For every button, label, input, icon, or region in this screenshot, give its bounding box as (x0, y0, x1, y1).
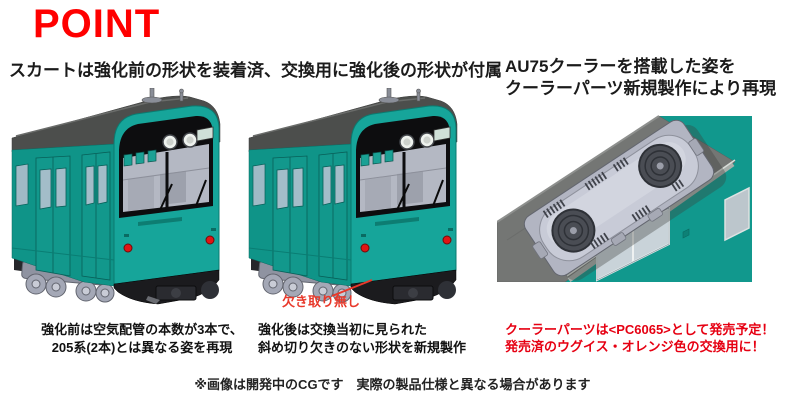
side-window (724, 186, 750, 242)
cooler-section-title-line2: クーラーパーツ新規製作により再現 (505, 79, 777, 98)
before-caption-line2: 205系(2本)とは異なる姿を再現 (51, 340, 233, 355)
cooler-section-title-line1: AU75クーラーを搭載した姿を (505, 57, 736, 76)
before-caption-line1: 強化前は空気配管の本数が3本で、 (41, 322, 243, 337)
cooler-parts-note: クーラーパーツは<PC6065>として発売予定！ 発売済のウグイス・オレンジ色の… (505, 321, 774, 355)
cooler-image (497, 115, 752, 282)
notch-annotation: 欠き取り無し (282, 294, 361, 309)
cooler-section-title: AU75クーラーを搭載した姿を クーラーパーツ新規製作により再現 (505, 56, 776, 100)
skirt-section-title: スカートは強化前の形状を装着済、交換用に強化後の形状が付属 (9, 61, 502, 80)
cg-disclaimer: ※画像は開発中のCGです 実際の製品仕様と異なる場合があります (194, 377, 591, 392)
au75-cooler-unit (523, 119, 727, 281)
fan-grille (551, 208, 596, 253)
after-caption: 強化後は交換当初に見られた 斜め切り欠きのない形状を新規製作 (258, 321, 466, 357)
annotation-line (331, 279, 373, 297)
train-before-image (10, 88, 222, 306)
after-caption-line2: 斜め切り欠きのない形状を新規製作 (258, 340, 467, 355)
skirt-notch (146, 296, 160, 304)
fan-grille (638, 143, 683, 188)
cooler-parts-note-line2: 発売済のウグイス・オレンジ色の交換用に！ (505, 339, 765, 354)
after-caption-line1: 強化後は交換当初に見られた (258, 322, 428, 337)
door-window (596, 206, 670, 282)
train-after-image (247, 88, 459, 306)
latch-tab (532, 138, 704, 259)
vent-slots (542, 157, 685, 250)
cooler-parts-note-line1: クーラーパーツは<PC6065>として発売予定！ (505, 322, 775, 337)
page-title: POINT (33, 2, 161, 46)
before-caption: 強化前は空気配管の本数が3本で、 205系(2本)とは異なる姿を再現 (40, 321, 244, 357)
